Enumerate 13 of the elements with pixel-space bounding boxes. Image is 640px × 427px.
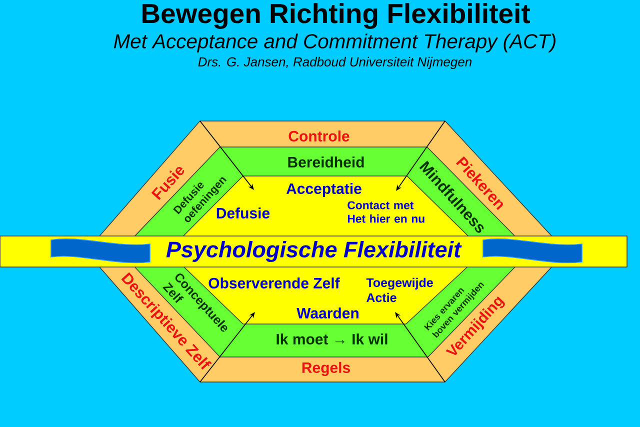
segment-label: Ik moet → Ik wil	[276, 333, 388, 344]
banner: Psychologische Flexibiliteit	[0, 236, 628, 268]
segment-label: Controle	[288, 130, 350, 142]
subtitle: Met Acceptance and Commitment Therapy (ACT)	[114, 34, 556, 52]
segment-label: Bereidheid	[288, 156, 364, 168]
title: Bewegen Richting Flexibiliteit	[142, 3, 530, 29]
arrow	[200, 312, 255, 382]
author-credit: Drs. G. Jansen, Radboud Universiteit Nijmegen	[198, 56, 472, 70]
segment-label: Regels	[302, 362, 350, 376]
segment-label: Toegewijde Actie	[366, 278, 433, 302]
arrow	[200, 120, 254, 190]
segment-label: Acceptatie	[286, 183, 362, 197]
segment-label: Waarden	[296, 307, 358, 318]
